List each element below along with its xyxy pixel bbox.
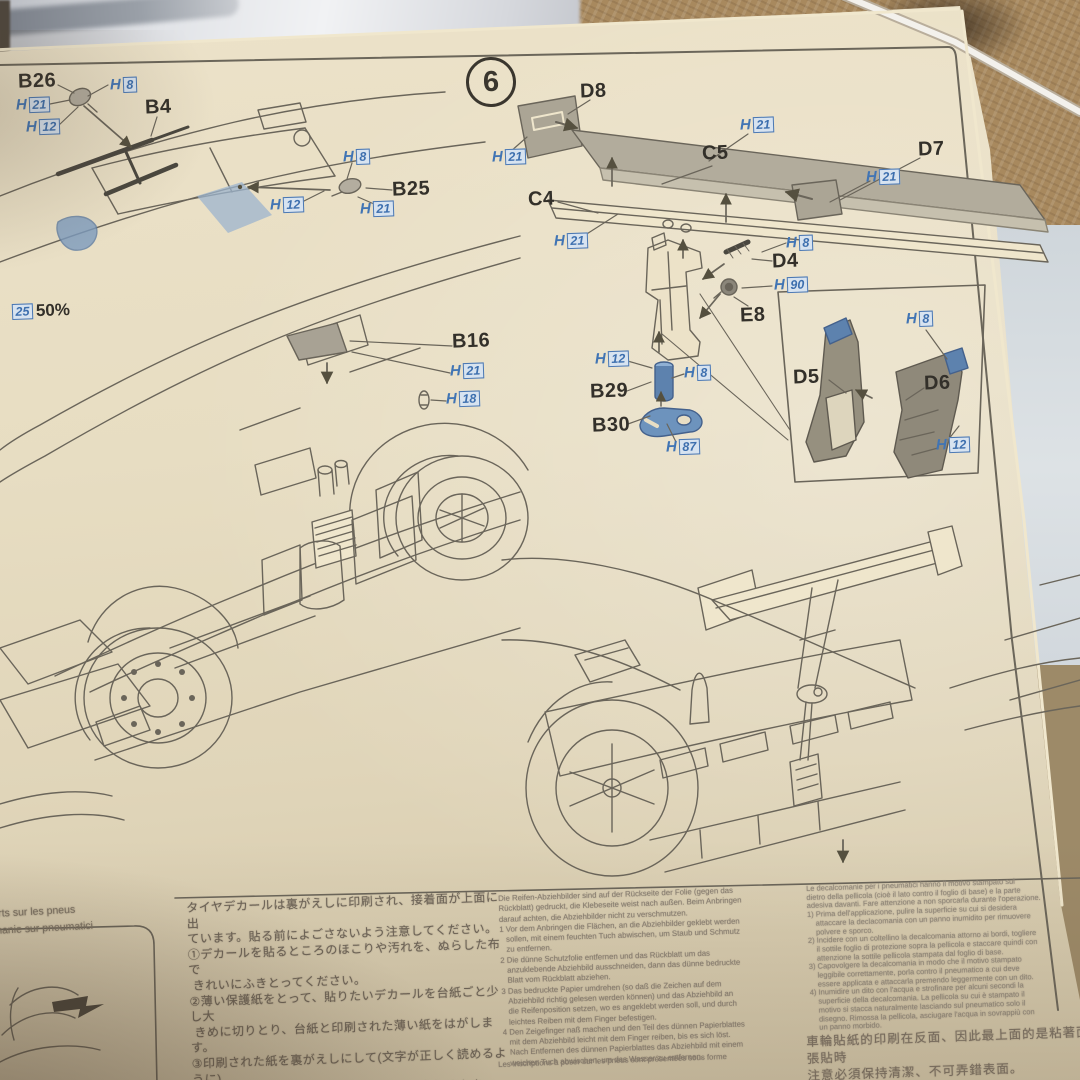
paint-prefix: H <box>449 362 462 380</box>
paint-code: 87 <box>678 437 701 455</box>
instruction-text-italian: Le decalcomanie per i pneumatici hanno i… <box>805 876 1041 1033</box>
part-label-b30: B30 <box>591 413 631 437</box>
part-label-b29: B29 <box>589 379 629 403</box>
part-b16-shape <box>286 322 348 361</box>
paint-prefix: H <box>785 234 798 252</box>
paint-code: 21 <box>28 95 51 113</box>
part-label-b26: B26 <box>17 69 57 93</box>
paint-prefix: H <box>491 148 504 166</box>
paint-prefix: H <box>905 310 918 328</box>
paint-prefix: H <box>445 390 458 408</box>
paint-prefix: H <box>935 436 948 454</box>
paint-code: 21 <box>504 147 527 165</box>
paint-code: 21 <box>566 231 589 249</box>
paint-prefix: H <box>683 364 696 382</box>
wing-stay-shape <box>645 239 703 361</box>
part-label-b25: B25 <box>391 177 431 201</box>
paint-code: 90 <box>786 275 809 293</box>
part-label-d4: D4 <box>771 249 799 273</box>
scale-code-box: 25 <box>11 303 34 321</box>
part-label-e8: E8 <box>739 303 766 327</box>
paint-code: 12 <box>282 195 305 213</box>
paint-prefix: H <box>15 96 28 114</box>
wing-assembly-art <box>517 95 1049 441</box>
paint-code: 8 <box>696 364 712 381</box>
paint-prefix: H <box>773 276 786 294</box>
paint-prefix: H <box>342 148 355 166</box>
scale-note: 25 50% <box>11 299 71 322</box>
part-label-d6: D6 <box>923 371 951 395</box>
car-rear-view-art <box>501 525 1080 877</box>
paint-code: 12 <box>948 435 971 453</box>
paint-code: 18 <box>458 389 481 407</box>
paint-prefix: H <box>359 200 372 218</box>
printed-page-border <box>0 46 1059 1011</box>
part-d7-shape <box>791 179 843 221</box>
part-label-d5: D5 <box>792 365 820 389</box>
paint-code: 12 <box>607 349 630 367</box>
paint-code: 8 <box>798 234 814 251</box>
step-number: 6 <box>482 65 500 98</box>
paint-prefix: H <box>269 196 282 214</box>
apply-direction-arrow <box>52 996 104 1018</box>
paint-prefix: H <box>25 118 38 136</box>
paint-prefix: H <box>739 116 752 134</box>
scale-percent: 50% <box>35 299 71 321</box>
paint-code: 21 <box>372 199 395 217</box>
paint-prefix: H <box>665 438 678 456</box>
instruction-text-german: Die Reifen-Abziehbilder sind auf der Rüc… <box>498 885 745 1068</box>
instruction-text-japanese: タイヤデカールは裏がえしに印刷され、接着面が上面に出 ています。貼る前によごさな… <box>186 890 508 1080</box>
part-label-c5: C5 <box>701 141 729 165</box>
paint-code: 21 <box>878 167 901 185</box>
inset-box-border <box>777 284 986 483</box>
part-label-b4: B4 <box>144 95 172 119</box>
paint-prefix: H <box>594 350 607 368</box>
paint-code: 21 <box>752 115 775 133</box>
part-label-d7: D7 <box>917 137 945 161</box>
paint-code: 12 <box>38 117 61 135</box>
paint-prefix: H <box>109 76 122 94</box>
inset-box-art <box>777 284 986 483</box>
instruction-text-chinese: 車輪貼紙的印刷在反面、因此最上面的是粘著面、張貼時 注意必須保持清潔、不可弄錯表… <box>806 1024 1080 1080</box>
part-label-c4: C4 <box>527 187 555 211</box>
part-label-b16: B16 <box>451 329 491 353</box>
paint-code: 8 <box>918 310 934 327</box>
paint-prefix: H <box>553 232 566 250</box>
part-label-d8: D8 <box>579 79 607 103</box>
car-chassis-art <box>0 235 529 829</box>
paint-prefix: H <box>865 168 878 186</box>
paint-code: 8 <box>122 76 138 93</box>
paint-code: 21 <box>462 361 485 379</box>
car-roof-view-art <box>0 87 486 263</box>
paint-code: 8 <box>355 148 371 165</box>
